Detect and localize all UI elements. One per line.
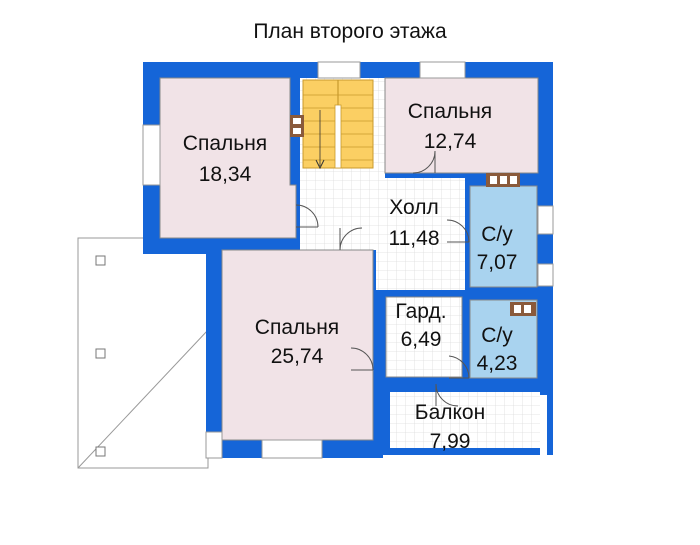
doors	[295, 150, 470, 407]
balcony-name: Балкон	[415, 401, 485, 424]
bedroom-3-floor	[221, 249, 374, 441]
bedroom-3-area: 25,74	[271, 345, 324, 368]
bedroom-2-name: Спальня	[408, 100, 492, 123]
wardrobe-name: Гард.	[395, 300, 446, 323]
bath-1-floor	[469, 185, 538, 288]
bedroom-2-floor	[384, 77, 539, 174]
hall-name: Холл	[389, 196, 439, 219]
bath-2-area: 4,23	[477, 352, 518, 375]
bedroom-1-area: 18,34	[199, 163, 252, 186]
wardrobe-area: 6,49	[401, 328, 442, 351]
bedroom-2-area: 12,74	[424, 130, 477, 153]
plan-title: План второго этажа	[253, 20, 447, 43]
bedroom-1-name: Спальня	[183, 132, 267, 155]
roof-slope	[77, 237, 209, 469]
balcony-area: 7,99	[430, 430, 471, 453]
hall-area: 11,48	[389, 227, 440, 250]
bedroom-3-name: Спальня	[255, 316, 339, 339]
wardrobe-floor	[385, 296, 463, 378]
vent-blocks	[290, 115, 536, 316]
bath-2-name: С/у	[481, 324, 513, 347]
staircase	[302, 79, 374, 170]
bath-1-name: С/у	[481, 223, 513, 246]
balcony-floor	[390, 392, 540, 448]
bedroom-1-floor	[159, 77, 297, 239]
windows	[142, 61, 554, 459]
hall-corridor	[300, 178, 465, 290]
bath-1-area: 7,07	[477, 251, 518, 274]
